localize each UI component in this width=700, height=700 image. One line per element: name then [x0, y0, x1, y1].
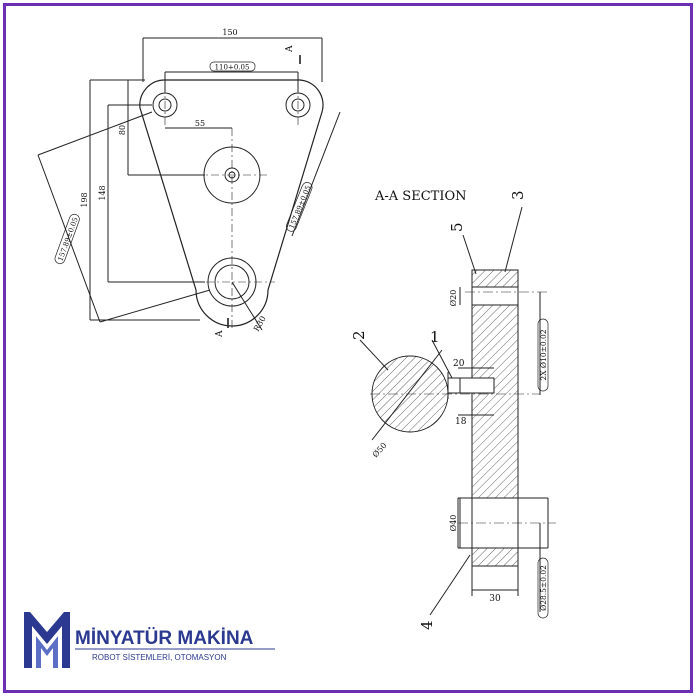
dim-157-left: 157.89±0.05: [57, 216, 80, 262]
dim-150: 150: [222, 28, 237, 37]
dim-55: 55: [195, 119, 205, 128]
balloon-5: 5: [448, 222, 466, 232]
balloon-3: 3: [509, 190, 527, 200]
balloon-2: 2: [350, 330, 368, 340]
dim-20: 20: [453, 359, 465, 369]
dim-18: 18: [455, 417, 467, 427]
dim-2x-d10: 2X Ø10±0.02: [539, 329, 548, 380]
dim-30: 30: [489, 594, 501, 604]
dim-d28-5: Ø28.5±0.02: [539, 565, 548, 611]
balloon-4: 4: [418, 620, 436, 630]
section-view: [359, 206, 556, 616]
section-mark-bottom: A: [215, 330, 225, 338]
dim-80: 80: [118, 125, 127, 135]
dim-d40: Ø40: [449, 515, 458, 532]
plate-view: [37, 37, 341, 331]
dim-d20: Ø20: [449, 290, 458, 307]
pin: [447, 377, 495, 394]
section-title: A-A SECTION: [374, 189, 466, 204]
section-mark-top: A: [285, 45, 295, 53]
balloon-1: 1: [430, 328, 440, 346]
dim-110: 110+0.05: [215, 64, 250, 72]
dim-148: 148: [98, 185, 107, 200]
company-logo: MİNYATÜR MAKİNA ROBOT SİSTEMLERİ, OTOMAS…: [20, 606, 282, 674]
dim-d50: Ø50: [371, 441, 389, 459]
image-frame: [3, 3, 693, 693]
logo-tagline: ROBOT SİSTEMLERİ, OTOMASYON: [92, 653, 227, 662]
plate-outline: [139, 79, 324, 327]
mm-logo-icon: [24, 612, 70, 668]
dim-198: 198: [80, 192, 89, 207]
logo-name: MİNYATÜR MAKİNA: [75, 628, 254, 649]
